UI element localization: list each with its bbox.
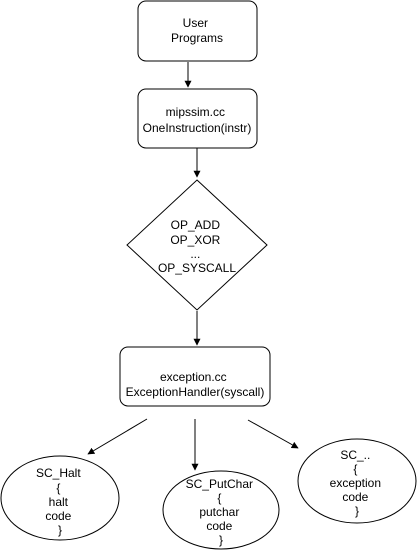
- sc-halt-line-1: SC_Halt: [36, 466, 81, 480]
- mipssim-box: [137, 88, 258, 149]
- edge-exception-to-sc-other: [247, 419, 299, 449]
- user-programs-line-1: User: [183, 16, 208, 30]
- mipssim-line-1: mipssim.cc: [166, 105, 225, 119]
- opcode-switch-label: OP_ADD OP_XOR ... OP_SYSCALL: [158, 218, 236, 275]
- sc-other-label: SC_.. { exception code }: [330, 448, 385, 518]
- opcode-line-4: OP_SYSCALL: [158, 261, 236, 275]
- sc-halt-line-2: {: [56, 481, 60, 495]
- sc-putchar-label: SC_PutChar { putchar code }: [186, 477, 257, 547]
- opcode-switch-node: OP_ADD OP_XOR ... OP_SYSCALL: [126, 179, 268, 311]
- user-programs-box: [137, 0, 258, 62]
- opcode-switch-diamond: [126, 179, 268, 311]
- exception-line-1: exception.cc: [160, 370, 227, 384]
- edges: [87, 62, 299, 471]
- user-programs-node: User Programs: [137, 0, 258, 62]
- mipssim-label: mipssim.cc OneInstruction(instr): [143, 105, 252, 135]
- sc-other-node: SC_.. { exception code }: [297, 438, 417, 524]
- sc-putchar-line-4: code: [206, 519, 232, 533]
- sc-putchar-line-1: SC_PutChar: [186, 477, 253, 491]
- exception-box: [119, 346, 271, 407]
- mipssim-line-2: OneInstruction(instr): [143, 121, 252, 135]
- sc-putchar-line-5: }: [219, 533, 223, 547]
- exception-node: exception.cc ExceptionHandler(syscall): [119, 346, 271, 407]
- opcode-line-3: ...: [190, 247, 200, 261]
- exception-label: exception.cc ExceptionHandler(syscall): [126, 370, 265, 399]
- sc-putchar-line-2: {: [217, 491, 221, 505]
- sc-halt-ellipse: [0, 455, 120, 541]
- user-programs-label: User Programs: [171, 16, 223, 45]
- opcode-line-1: OP_ADD: [171, 218, 221, 232]
- sc-halt-line-4: code: [45, 509, 71, 523]
- sc-other-ellipse: [297, 438, 417, 524]
- sc-halt-node: SC_Halt { halt code }: [0, 455, 120, 541]
- sc-halt-line-3: halt: [49, 495, 69, 509]
- sc-putchar-node: SC_PutChar { putchar code }: [162, 470, 280, 550]
- sc-putchar-ellipse: [162, 470, 280, 550]
- sc-other-line-2: {: [353, 462, 357, 476]
- sc-other-line-5: }: [355, 504, 359, 518]
- user-programs-line-2: Programs: [171, 31, 223, 45]
- edge-exception-to-sc-halt: [87, 418, 148, 455]
- sc-other-line-4: code: [342, 490, 368, 504]
- sc-putchar-line-3: putchar: [199, 505, 239, 519]
- sc-halt-label: SC_Halt { halt code }: [36, 466, 84, 537]
- opcode-line-2: OP_XOR: [170, 233, 220, 247]
- sc-other-line-3: exception: [330, 476, 381, 490]
- sc-halt-line-5: }: [58, 523, 62, 537]
- sc-other-line-1: SC_..: [340, 448, 370, 462]
- exception-line-2: ExceptionHandler(syscall): [126, 385, 265, 399]
- mipssim-node: mipssim.cc OneInstruction(instr): [137, 88, 258, 149]
